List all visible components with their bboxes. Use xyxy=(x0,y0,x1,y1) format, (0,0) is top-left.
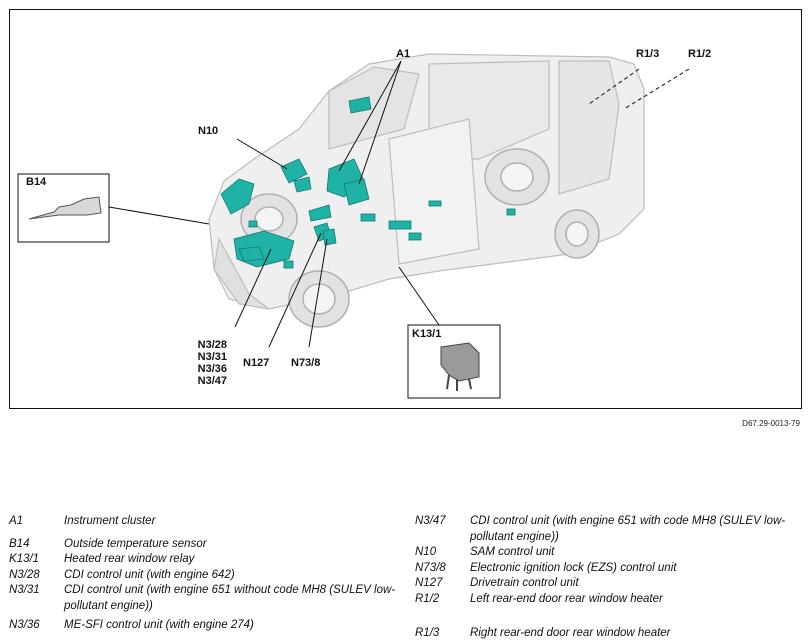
legend-code: A1 xyxy=(9,515,24,527)
components xyxy=(220,96,516,269)
legend-row: N3/31 CDI control unit (with engine 651 … xyxy=(9,583,409,614)
legend-code: N3/36 xyxy=(9,619,40,631)
legend-row: N10 SAM control unit xyxy=(415,545,805,561)
leader-lines xyxy=(108,60,690,348)
legend-code: R1/3 xyxy=(415,627,440,639)
component-b14-sensor xyxy=(220,178,255,215)
callout-n10: N10 xyxy=(198,125,219,137)
legend-desc: Instrument cluster xyxy=(64,515,156,527)
legend-row: N73/8 Electronic ignition lock (EZS) con… xyxy=(415,561,805,577)
inset-k13-1 xyxy=(407,324,501,399)
component-n73-8 xyxy=(322,228,337,246)
callout-b14: B14 xyxy=(26,176,47,188)
legend-code: N10 xyxy=(415,546,437,558)
legend-row: A1 Instrument cluster xyxy=(9,514,409,530)
legend-desc: Outside temperature sensor xyxy=(64,537,207,550)
legend-code: N73/8 xyxy=(415,561,446,574)
legend-left: A1 Instrument cluster B14 Outside temper… xyxy=(9,514,409,634)
legend-row: R1/2 Left rear-end door rear window heat… xyxy=(415,592,805,608)
callout-k13-1: K13/1 xyxy=(412,328,442,340)
van-wheels xyxy=(240,148,600,328)
callout-a1: A1 xyxy=(396,48,411,60)
legend-code: B14 xyxy=(9,537,30,550)
legend-desc: CDI control unit (with engine 651 with c… xyxy=(470,515,786,543)
callout-n3-36: N3/36 xyxy=(197,363,227,375)
temperature-sensor-icon xyxy=(28,196,102,220)
legend-desc: Electronic ignition lock (EZS) control u… xyxy=(470,561,677,574)
callout-r1-3: R1/3 xyxy=(636,48,660,60)
legend-row: N3/36 ME-SFI control unit (with engine 2… xyxy=(9,618,409,634)
callout-n127: N127 xyxy=(243,357,270,369)
legend-row: N3/47 CDI control unit (with engine 651 … xyxy=(415,514,805,545)
legend-desc: Drivetrain control unit xyxy=(470,577,579,589)
legend-code: R1/2 xyxy=(415,592,440,605)
legend-code: N3/47 xyxy=(415,515,446,527)
callout-n73-8: N73/8 xyxy=(291,357,321,369)
callout-n3-group: N3/28 N3/31 N3/36 N3/47 xyxy=(189,339,227,387)
callout-n3-47: N3/47 xyxy=(197,375,227,387)
legend-row: N3/28 CDI control unit (with engine 642) xyxy=(9,568,409,584)
legend-desc: CDI control unit (with engine 651 withou… xyxy=(64,584,396,612)
legend-desc: Right rear-end door rear window heater xyxy=(470,627,671,639)
inset-b14 xyxy=(17,173,110,243)
document-reference: D67.29-0013-79 xyxy=(742,419,800,428)
van-body xyxy=(208,53,645,310)
legend-code: N3/31 xyxy=(9,584,40,596)
vehicle-component-diagram xyxy=(9,9,802,409)
legend-row: N127 Drivetrain control unit xyxy=(415,576,805,592)
legend-row: B14 Outside temperature sensor xyxy=(9,537,409,553)
callout-n3-31: N3/31 xyxy=(197,351,227,363)
legend-desc: Left rear-end door rear window heater xyxy=(470,592,663,605)
legend-desc: CDI control unit (with engine 642) xyxy=(64,568,235,581)
legend-code: N3/28 xyxy=(9,568,40,581)
legend-desc: Heated rear window relay xyxy=(64,553,195,565)
callout-r1-2: R1/2 xyxy=(688,48,712,60)
legend-right: N3/47 CDI control unit (with engine 651 … xyxy=(415,514,805,642)
legend-code: K13/1 xyxy=(9,553,40,565)
legend-desc: ME-SFI control unit (with engine 274) xyxy=(64,619,254,631)
component-n10 xyxy=(280,158,308,184)
legend-row: R1/3 Right rear-end door rear window hea… xyxy=(415,626,805,642)
legend-desc: SAM control unit xyxy=(470,546,555,558)
legend-row: K13/1 Heated rear window relay xyxy=(9,552,409,568)
callout-n3-28: N3/28 xyxy=(197,339,227,351)
legend-code: N127 xyxy=(415,577,443,589)
